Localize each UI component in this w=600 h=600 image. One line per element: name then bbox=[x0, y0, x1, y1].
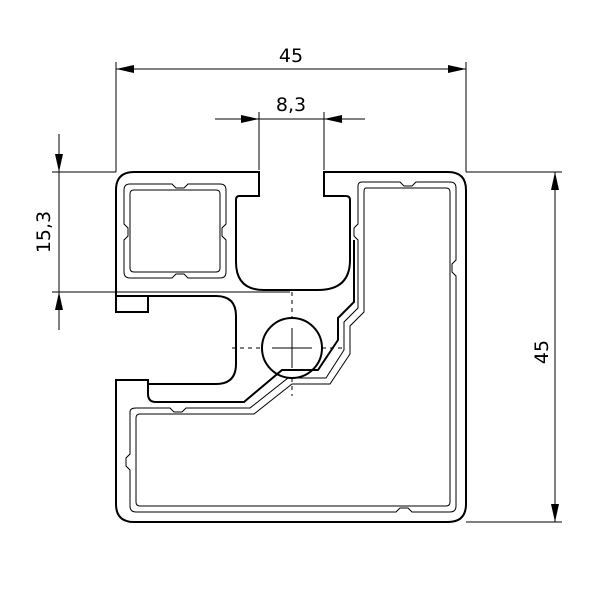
dimension-overall-height: 45 bbox=[466, 171, 562, 523]
dimension-label-slot-width: 8,3 bbox=[276, 94, 306, 116]
profile-outer-contour bbox=[115, 171, 467, 523]
dimension-overall-width: 45 bbox=[115, 45, 467, 172]
dimension-slot-depth: 15,3 bbox=[33, 134, 290, 330]
dimension-label-overall-height: 45 bbox=[531, 340, 553, 364]
central-bore bbox=[232, 292, 342, 396]
dimension-label-slot-depth: 15,3 bbox=[33, 211, 55, 253]
profile-left-slot-inner bbox=[148, 295, 237, 385]
cavity-top-left-inner bbox=[129, 189, 221, 273]
profile-left-slot bbox=[115, 295, 149, 313]
cavity-main-inner bbox=[135, 187, 451, 507]
cavity-top-left bbox=[123, 183, 227, 279]
cavity-main bbox=[125, 181, 457, 513]
dimension-label-overall-width: 45 bbox=[279, 45, 303, 67]
dimension-slot-width: 8,3 bbox=[215, 94, 365, 170]
